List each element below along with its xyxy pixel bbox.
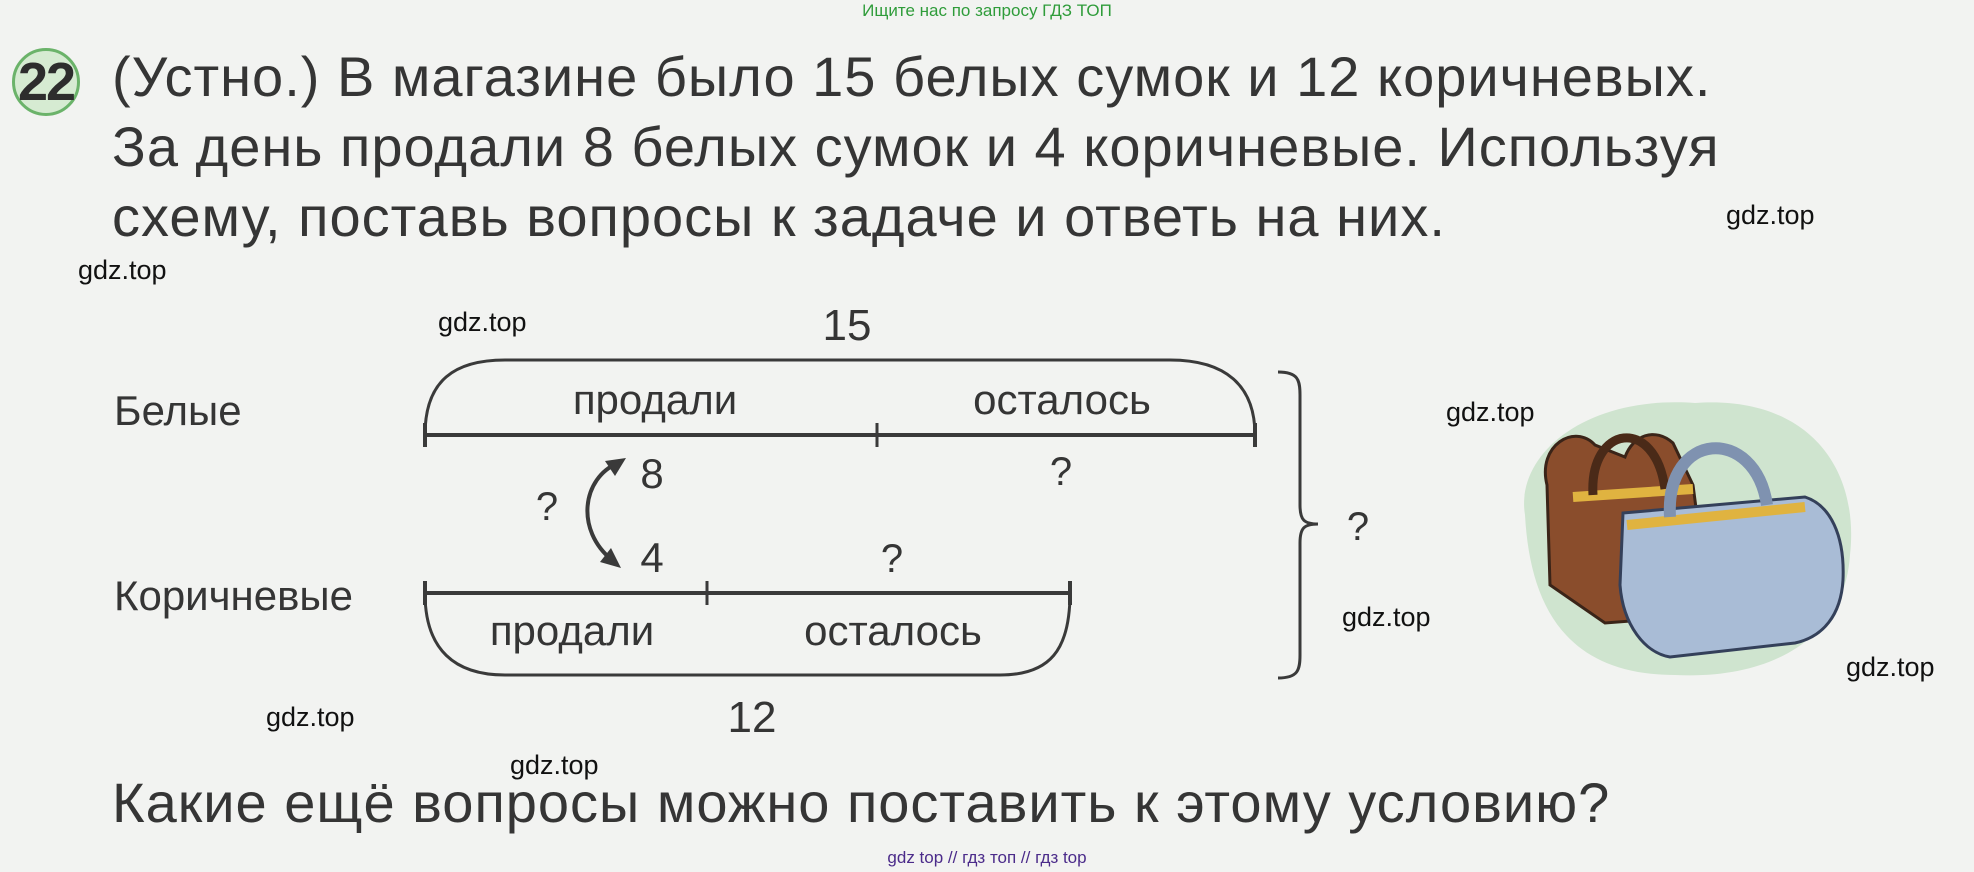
white-label: Белые: [114, 387, 242, 434]
total-brace: [1277, 370, 1319, 680]
task-number-badge: 22: [12, 48, 80, 116]
white-sold-value: 8: [640, 450, 663, 497]
blue-bag-clasp: [1626, 502, 1806, 530]
footer-links[interactable]: gdz top // гдз топ // гдз top: [887, 848, 1087, 867]
white-left-label: осталось: [973, 376, 1151, 423]
bottom-question: Какие ещё вопросы можно поставить к этом…: [112, 771, 1611, 834]
task-text-line-3: схему, поставь вопросы к задаче и ответь…: [112, 185, 1446, 248]
brown-left-question: ?: [881, 537, 903, 581]
blue-bag-handle: [1663, 442, 1773, 518]
bags-illustration: [1524, 402, 1852, 676]
white-left-question: ?: [1050, 450, 1072, 494]
top-search-hint[interactable]: Ищите нас по запросу ГДЗ ТОП: [862, 1, 1112, 20]
white-total-arc: [423, 358, 1257, 436]
watermark: gdz.top: [1726, 200, 1815, 230]
brown-sold-label: продали: [490, 607, 654, 654]
blue-bag: [1618, 495, 1845, 659]
brown-total-arc: [423, 592, 1072, 677]
brown-bag-handle: [1588, 433, 1670, 496]
watermark: gdz.top: [78, 255, 167, 285]
difference-question: ?: [536, 485, 558, 529]
total-question: ?: [1347, 505, 1369, 549]
watermark: gdz.top: [510, 750, 599, 780]
brown-sold-value: 4: [640, 534, 663, 581]
watermark: gdz.top: [1446, 397, 1535, 427]
brown-label: Коричневые: [114, 572, 353, 619]
compare-arrow-head-bottom: [600, 548, 621, 568]
watermark: gdz.top: [438, 307, 527, 337]
watermark: gdz.top: [1342, 602, 1431, 632]
compare-arrow: [585, 461, 619, 562]
brown-left-label: осталось: [804, 607, 982, 654]
task-number: 22: [17, 52, 76, 112]
compare-arrow-head-top: [605, 458, 626, 476]
task-text-line-2: За день продали 8 белых сумок и 4 коричн…: [112, 115, 1720, 178]
white-sold-label: продали: [573, 376, 737, 423]
task-text-line-1: (Устно.) В магазине было 15 белых сумок …: [112, 45, 1712, 108]
watermark: gdz.top: [266, 702, 355, 732]
brown-total-value: 12: [728, 693, 777, 742]
watermark: gdz.top: [1846, 652, 1935, 682]
white-total-value: 15: [823, 301, 872, 350]
